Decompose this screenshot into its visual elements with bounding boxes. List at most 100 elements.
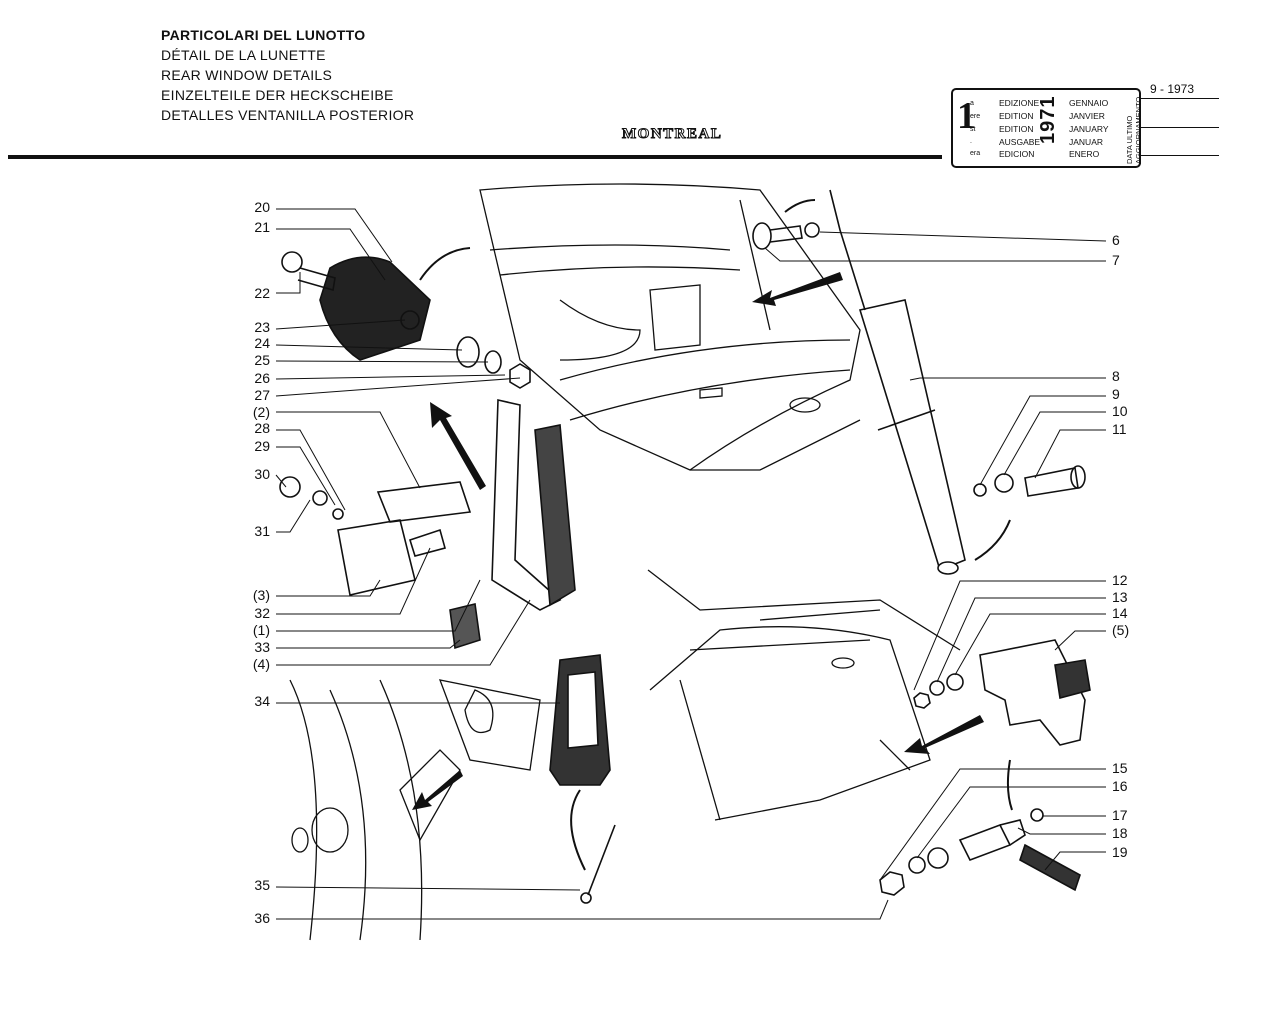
- callout-label: 33: [254, 639, 270, 655]
- callout-label: 10: [1112, 403, 1128, 419]
- callout-label: 28: [254, 420, 270, 436]
- parts: [279, 189, 1091, 904]
- callout-leader: [276, 899, 889, 920]
- callout-leader: [276, 599, 531, 666]
- edition-box: 1 a ere st . era EDIZIONE EDITION EDITIO…: [951, 88, 1143, 168]
- edition-month: JANVIER: [1069, 111, 1105, 121]
- callout-leader: [913, 580, 1106, 691]
- callout-label: 29: [254, 438, 270, 454]
- callout-leader: [276, 499, 311, 533]
- callout-label: 36: [254, 910, 270, 926]
- callout-leader: [276, 208, 393, 263]
- callout-leader: [879, 768, 1106, 881]
- update-date: 9 - 1973: [1150, 82, 1195, 96]
- callout-label: 14: [1112, 605, 1128, 621]
- arrow-icon: [430, 402, 486, 490]
- edition-month: ENERO: [1069, 149, 1100, 159]
- callout-leader: [276, 579, 481, 632]
- header-rule: [8, 155, 942, 159]
- callout-label: 24: [254, 335, 270, 351]
- callout-leader: [275, 360, 489, 363]
- callout-label: 15: [1112, 760, 1128, 776]
- leader-lines: [275, 208, 1107, 920]
- callout-label: (3): [253, 587, 270, 603]
- callout-label: 11: [1112, 421, 1127, 437]
- callout-leader: [276, 429, 346, 511]
- callout-label: 20: [254, 199, 270, 215]
- edition-label: EDIZIONE: [999, 98, 1040, 108]
- callout-leader: [276, 446, 336, 506]
- update-line: [1139, 155, 1219, 156]
- edition-label: EDITION: [999, 124, 1034, 134]
- callout-leader: [979, 395, 1106, 486]
- callout-leader: [275, 474, 287, 488]
- callout-leader: [1003, 411, 1106, 476]
- update-line: [1139, 127, 1219, 128]
- callout-leader: [275, 377, 521, 397]
- edition-suffix: st: [970, 126, 976, 133]
- callout-leader: [764, 247, 1106, 262]
- arrows: [412, 272, 984, 810]
- callout-leader: [819, 231, 1107, 242]
- callout-leader: [1034, 429, 1106, 479]
- edition-label: EDITION: [999, 111, 1034, 121]
- callout-label: (2): [253, 404, 270, 420]
- callout-leader: [275, 319, 406, 330]
- callout-label: 34: [254, 693, 270, 709]
- arrow-icon: [752, 272, 843, 306]
- callout-label: (4): [253, 656, 270, 672]
- callout-label: 7: [1112, 252, 1120, 268]
- edition-month: GENNAIO: [1069, 98, 1109, 108]
- car-outline: [289, 183, 961, 941]
- callout-label: 9: [1112, 386, 1120, 402]
- callout-leader: [276, 228, 386, 281]
- callout-label: 35: [254, 877, 270, 893]
- model-logo: MONTREAL: [621, 126, 723, 143]
- callout-label: (5): [1112, 622, 1129, 638]
- callout-label: 26: [254, 370, 270, 386]
- arrow-icon: [904, 715, 984, 754]
- callout-label: 6: [1112, 232, 1120, 248]
- arrow-icon: [412, 770, 463, 810]
- callout-leader: [936, 597, 1106, 683]
- callout-label: 16: [1112, 778, 1128, 794]
- callout-labels: 2021222324252627(2)28293031(3)32(1)33(4)…: [253, 199, 1129, 926]
- callout-leader: [276, 547, 431, 615]
- edition-number: 1: [957, 95, 976, 137]
- edition-suffix: era: [970, 150, 981, 157]
- edition-suffix: ere: [970, 113, 981, 120]
- callout-leader: [1054, 630, 1106, 651]
- edition-month: JANUAR: [1069, 137, 1104, 147]
- callout-label: 18: [1112, 825, 1128, 841]
- callout-label: 21: [254, 219, 270, 235]
- edition-label: EDICION: [999, 149, 1035, 159]
- callout-leader: [276, 639, 461, 649]
- title-spanish: DETALLES VENTANILLA POSTERIOR: [161, 107, 415, 123]
- callout-label: 27: [254, 387, 270, 403]
- callout-label: 19: [1112, 844, 1128, 860]
- title-german: EINZELTEILE DER HECKSCHEIBE: [161, 87, 394, 103]
- callout-leader: [275, 374, 506, 380]
- title-block: PARTICOLARI DEL LUNOTTO DÉTAIL DE LA LUN…: [161, 25, 414, 125]
- title-french: DÉTAIL DE LA LUNETTE: [161, 47, 326, 63]
- callout-label: 12: [1112, 572, 1128, 588]
- callout-label: 25: [254, 352, 270, 368]
- callout-leader: [275, 344, 463, 351]
- edition-suffix: .: [970, 138, 972, 145]
- update-line: [1139, 98, 1219, 99]
- callout-leader: [276, 579, 381, 597]
- callout-leader: [276, 272, 301, 294]
- callout-label: 8: [1112, 368, 1120, 384]
- callout-label: 31: [254, 523, 270, 539]
- callout-label: (1): [253, 622, 270, 638]
- callout-leader: [275, 886, 581, 891]
- callout-label: 32: [254, 605, 270, 621]
- edition-label: AUSGABE: [999, 137, 1041, 147]
- callout-label: 17: [1112, 807, 1128, 823]
- callout-leader: [1044, 851, 1106, 871]
- curved-arrows: [419, 199, 1013, 871]
- callout-label: 22: [254, 285, 270, 301]
- callout-leader: [909, 377, 1106, 381]
- callout-label: 13: [1112, 589, 1128, 605]
